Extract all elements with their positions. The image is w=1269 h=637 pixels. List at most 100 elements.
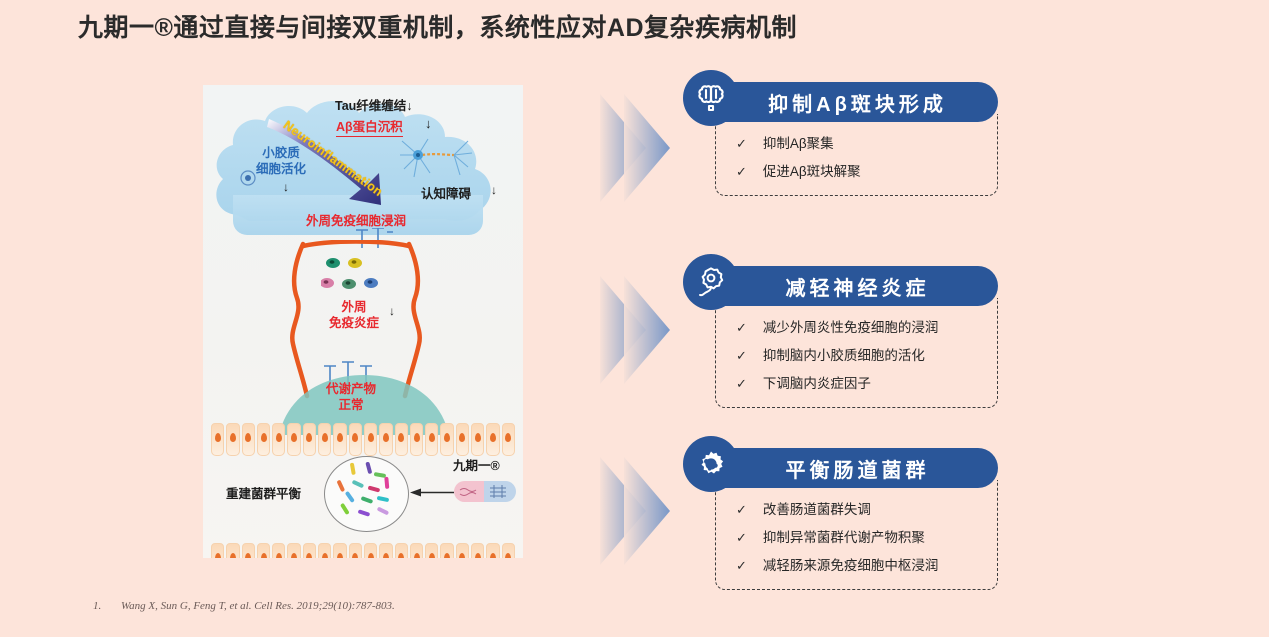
card-body-1: ✓ 抑制Aβ聚集 ✓ 促进Aβ斑块解聚 [715,114,998,196]
immune-marker-top [356,228,393,248]
epithelial-cell [211,423,225,456]
epithelial-cell [440,423,454,456]
drug-capsule-icon [454,481,516,502]
neuron-icon [400,138,473,178]
epithelial-cell [394,543,408,558]
card-title-1: 抑制Aβ斑块形成 [768,93,947,116]
check-icon: ✓ [736,375,747,391]
bacteria-rod [350,462,356,476]
epithelial-cell [211,543,225,558]
bullet-text: 抑制脑内小胶质细胞的活化 [762,347,925,363]
immune-cells-icon [321,258,378,289]
card-header-3: 平衡肠道菌群 [683,436,998,492]
bacteria-rod [384,476,390,489]
list-item: ✓ 减少外周炎性免疫细胞的浸润 [736,320,987,337]
epithelial-cell [409,543,424,558]
bacteria-rod [357,509,371,517]
bacteria-rod [345,490,355,503]
epithelial-cell [425,543,439,558]
neuroinflammation-arrow [267,119,381,205]
epithelial-cell [318,423,332,456]
microbe-icon [683,436,739,492]
check-icon: ✓ [736,529,747,545]
card-body-3: ✓ 改善肠道菌群失调 ✓ 抑制异常菌群代谢产物积聚 ✓ 减轻肠来源免疫细胞中枢浸… [715,480,998,590]
chevron-arrow-3 [600,457,670,565]
footnote-text: Wang X, Sun G, Feng T, et al. Cell Res. … [121,600,395,612]
gut-vessel-shape [290,240,422,399]
bacteria-rod [340,502,350,515]
chevron-arrow-2 [600,276,670,384]
label-abeta-arrow: ↓ [425,116,432,131]
list-item: ✓ 减轻肠来源免疫细胞中枢浸润 [736,558,987,575]
epithelial-cell [486,423,500,456]
epithelial-cell [379,543,393,558]
label-peripheral-inflammation-arrow: ↓ [389,304,395,318]
footnote-number: 1. [93,600,102,612]
card-body-2: ✓ 减少外周炎性免疫细胞的浸润 ✓ 抑制脑内小胶质细胞的活化 ✓ 下调脑内炎症因… [715,298,998,408]
microbe-icon-glyph [701,451,724,474]
footnote: 1. Wang X, Sun G, Feng T, et al. Cell Res… [93,600,395,612]
mechanism-card-1: 抑制Aβ斑块形成 ✓ 抑制Aβ聚集 ✓ 促进Aβ斑块解聚 [683,70,998,196]
epithelial-cell [348,543,362,558]
neuron-inflammation-icon-glyph [699,267,724,297]
check-icon: ✓ [736,347,747,363]
epithelial-cell [440,543,454,558]
label-microglia: 小胶质 细胞活化 [256,146,307,176]
epithelial-cell [302,423,317,456]
microbiome-circle [324,456,409,532]
epithelial-cell [256,543,271,558]
page-title: 九期一®通过直接与间接双重机制，系统性应对AD复杂疾病机制 [78,14,798,42]
card-header-2: 减轻神经炎症 [683,254,998,310]
epithelial-cell [409,423,424,456]
tau-down-arrow: ↓ [406,99,413,113]
epithelial-cell [333,543,347,558]
epithelium-row-bottom [211,543,515,558]
epithelial-cell [425,423,439,456]
list-item: ✓ 抑制脑内小胶质细胞的活化 [736,348,987,365]
epithelial-cell [455,423,470,456]
epithelial-cell [379,423,393,456]
card-title-3: 平衡肠道菌群 [785,459,930,482]
card-title-2: 减轻神经炎症 [785,277,930,300]
check-icon: ✓ [736,557,747,573]
bullet-text: 抑制异常菌群代谢产物积聚 [762,529,925,545]
mechanism-card-3: 平衡肠道菌群 ✓ 改善肠道菌群失调 ✓ 抑制异常菌群代谢产物积聚 ✓ 减轻肠来源… [683,436,998,590]
epithelial-cell [501,423,515,456]
label-metabolite: 代谢产物 正常 [326,382,377,413]
list-item: ✓ 促进Aβ斑块解聚 [736,164,987,181]
epithelial-cell [363,423,378,456]
bullet-text: 减轻肠来源免疫细胞中枢浸润 [762,557,939,573]
bullet-text: 改善肠道菌群失调 [762,502,871,517]
list-item: ✓ 改善肠道菌群失调 [736,502,987,519]
epithelial-cell [501,543,515,558]
label-drug-name: 九期一® [453,459,500,473]
label-tau: Tau纤维缠结↓ [335,99,413,113]
card-header-1: 抑制Aβ斑块形成 [683,70,998,126]
mechanism-card-2: 减轻神经炎症 ✓ 减少外周炎性免疫细胞的浸润 ✓ 抑制脑内小胶质细胞的活化 ✓ … [683,254,998,408]
epithelial-cell [302,543,317,558]
epithelial-cell [348,423,362,456]
epithelial-cell [241,423,255,456]
bacteria-rod [376,495,390,502]
epithelial-cell [394,423,408,456]
label-peripheral-infiltration: 外周免疫细胞浸润 [306,214,407,228]
list-item: ✓ 下调脑内炎症因子 [736,376,987,393]
epithelial-cell [318,543,332,558]
microglia-icon [240,170,256,186]
label-cognition-arrow: ↓ [491,183,497,197]
epithelial-cell [287,543,301,558]
list-item: ✓ 抑制异常菌群代谢产物积聚 [736,530,987,547]
bullet-text: 促进Aβ斑块解聚 [762,163,861,179]
check-icon: ✓ [736,136,747,151]
metabolite-mound [279,375,449,435]
check-icon: ✓ [736,320,747,335]
bullet-text: 减少外周炎性免疫细胞的浸润 [762,320,939,335]
epithelial-cell [333,423,347,456]
epithelial-cell [256,423,271,456]
check-icon: ✓ [736,502,747,517]
bacteria-rod [351,479,365,488]
neuron-inflammation-icon [683,254,739,310]
epithelial-cell [486,543,500,558]
label-abeta: Aβ蛋白沉积 [336,116,403,137]
chevron-arrow-1 [600,94,670,202]
